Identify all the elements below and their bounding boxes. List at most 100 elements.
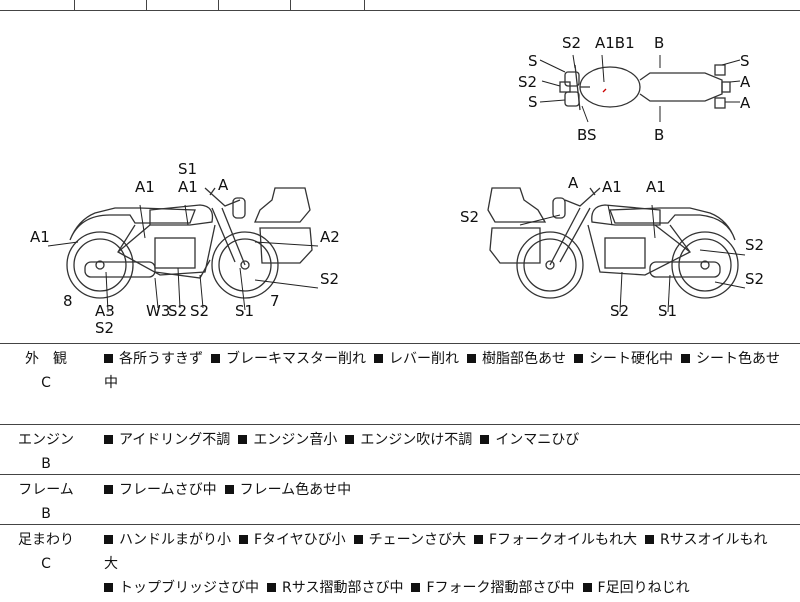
bullet-square-icon — [104, 435, 113, 444]
category-findings: フレームさび中フレーム色あせ中 — [104, 475, 788, 502]
finding-item: 樹脂部色あせ — [467, 351, 566, 367]
side-view-right — [487, 187, 739, 299]
side-left-label: A — [218, 176, 229, 194]
bullet-square-icon — [681, 354, 690, 363]
side-right-label: S1 — [658, 302, 677, 320]
finding-item: シート色あせ中 — [104, 351, 780, 391]
side-left-label: A2 — [320, 228, 340, 246]
top-view — [559, 64, 731, 111]
finding-item: Fタイヤひび小 — [239, 532, 346, 548]
bullet-square-icon — [345, 435, 355, 444]
category-name: フレーム — [18, 482, 74, 498]
finding-item: トップブリッジさび中 — [104, 580, 259, 596]
top-view-label: S — [740, 52, 750, 70]
finding-item: エンジン音小 — [238, 432, 337, 448]
side-left-label: A1 — [30, 228, 50, 246]
side-left-label: 7 — [270, 292, 280, 310]
finding-item: シート硬化中 — [574, 351, 673, 367]
bullet-square-icon — [467, 354, 476, 363]
finding-item: フレームさび中 — [104, 482, 217, 498]
section-exterior: 外 観 C 各所うすきずブレーキマスター削れレバー削れ樹脂部色あせシート硬化中シ… — [0, 344, 800, 424]
bullet-square-icon — [224, 485, 234, 494]
category-name: 足まわり — [18, 532, 74, 548]
side-right-label: A1 — [602, 178, 622, 196]
top-header-strip — [0, 0, 800, 11]
top-view-label: B — [654, 34, 664, 52]
bullet-square-icon — [104, 535, 113, 544]
finding-item: レバー削れ — [374, 351, 459, 367]
finding-item: 各所うすきず — [104, 351, 203, 367]
category-findings: 各所うすきずブレーキマスター削れレバー削れ樹脂部色あせシート硬化中シート色あせ中 — [104, 344, 788, 395]
top-view-label: S2 — [562, 34, 581, 52]
section-suspension: 足まわり C ハンドルまがり小 Fタイヤひび小チェーンさび大 Fフォークオイルもれ大… — [0, 524, 800, 602]
findings-line: トップブリッジさび中 Rサス摺動部さび中 Fフォーク摺動部さび中 F足回りねじれ — [104, 576, 788, 600]
category-cell: フレーム B — [0, 475, 92, 526]
finding-item: ブレーキマスター削れ — [211, 351, 366, 367]
finding-item: フレーム色あせ中 — [224, 482, 351, 498]
header-cell — [0, 0, 147, 10]
top-view-label: A1B1 — [595, 34, 635, 52]
side-right-label: S2 — [460, 208, 479, 226]
side-right-label: S2 — [610, 302, 629, 320]
category-cell: エンジン B — [0, 425, 92, 476]
side-left-label: A1 — [135, 178, 155, 196]
finding-item: F足回りねじれ — [582, 580, 690, 596]
side-right-label: A — [568, 174, 579, 192]
motorcycle-damage-diagram: S1 A1 A A1 A1 A2 S2 8 A3 S2 W3 S2 S2 S1 … — [0, 10, 800, 343]
diagram-svg: S1 A1 A A1 A1 A2 S2 8 A3 S2 W3 S2 S2 S1 … — [30, 34, 764, 337]
bullet-square-icon — [645, 535, 655, 544]
bullet-square-icon — [582, 583, 592, 592]
side-left-label: S2 — [95, 319, 114, 337]
header-cell — [0, 0, 75, 10]
side-view-left — [66, 187, 313, 299]
bullet-square-icon — [104, 583, 113, 592]
category-grade: B — [41, 456, 51, 472]
top-view-label: S — [528, 52, 538, 70]
finding-item: Rサス摺動部さび中 — [267, 580, 403, 596]
top-view-label: BS — [577, 126, 597, 144]
leader-lines — [47, 54, 746, 313]
side-left-label: S1 — [235, 302, 254, 320]
side-left-label: S2 — [190, 302, 209, 320]
side-left-label: S2 — [168, 302, 187, 320]
finding-item: Rサスオイルもれ大 — [104, 532, 768, 572]
finding-item: インマニひび — [480, 432, 579, 448]
finding-item: アイドリング不調 — [104, 432, 230, 448]
category-grade: C — [41, 375, 51, 391]
category-grade: C — [41, 556, 51, 572]
category-name: 外 観 — [25, 351, 67, 367]
category-cell: 外 観 C — [0, 344, 92, 395]
bullet-square-icon — [411, 583, 421, 592]
bullet-square-icon — [238, 435, 248, 444]
header-cell — [0, 0, 291, 10]
inspection-table: 外 観 C 各所うすきずブレーキマスター削れレバー削れ樹脂部色あせシート硬化中シ… — [0, 343, 800, 601]
bullet-square-icon — [480, 435, 490, 444]
finding-item: Fフォーク摺動部さび中 — [411, 580, 575, 596]
finding-item: エンジン吹け不調 — [345, 432, 472, 448]
category-cell: 足まわり C — [0, 525, 92, 576]
bullet-square-icon — [353, 535, 363, 544]
side-right-label: A1 — [646, 178, 666, 196]
header-cell — [0, 0, 365, 10]
finding-item: Fフォークオイルもれ大 — [473, 532, 637, 548]
side-left-label: S2 — [320, 270, 339, 288]
top-view-label: A — [740, 73, 751, 91]
finding-item: チェーンさび大 — [353, 532, 466, 548]
bullet-square-icon — [104, 485, 113, 494]
bullet-square-icon — [473, 535, 483, 544]
top-view-label: S2 — [518, 73, 537, 91]
category-name: エンジン — [18, 432, 74, 448]
bullet-square-icon — [239, 535, 248, 544]
finding-item: ハンドルまがり小 — [104, 532, 231, 548]
side-right-label: S2 — [745, 236, 764, 254]
top-view-label: A — [740, 94, 751, 112]
top-view-label: B — [654, 126, 664, 144]
bullet-square-icon — [267, 583, 276, 592]
section-engine: エンジン B アイドリング不調エンジン音小エンジン吹け不調インマニひび — [0, 424, 800, 475]
bullet-square-icon — [211, 354, 220, 363]
side-left-label: A1 — [178, 178, 198, 196]
side-left-label: S1 — [178, 160, 197, 178]
category-grade: B — [41, 506, 51, 522]
side-left-label: A3 — [95, 302, 115, 320]
